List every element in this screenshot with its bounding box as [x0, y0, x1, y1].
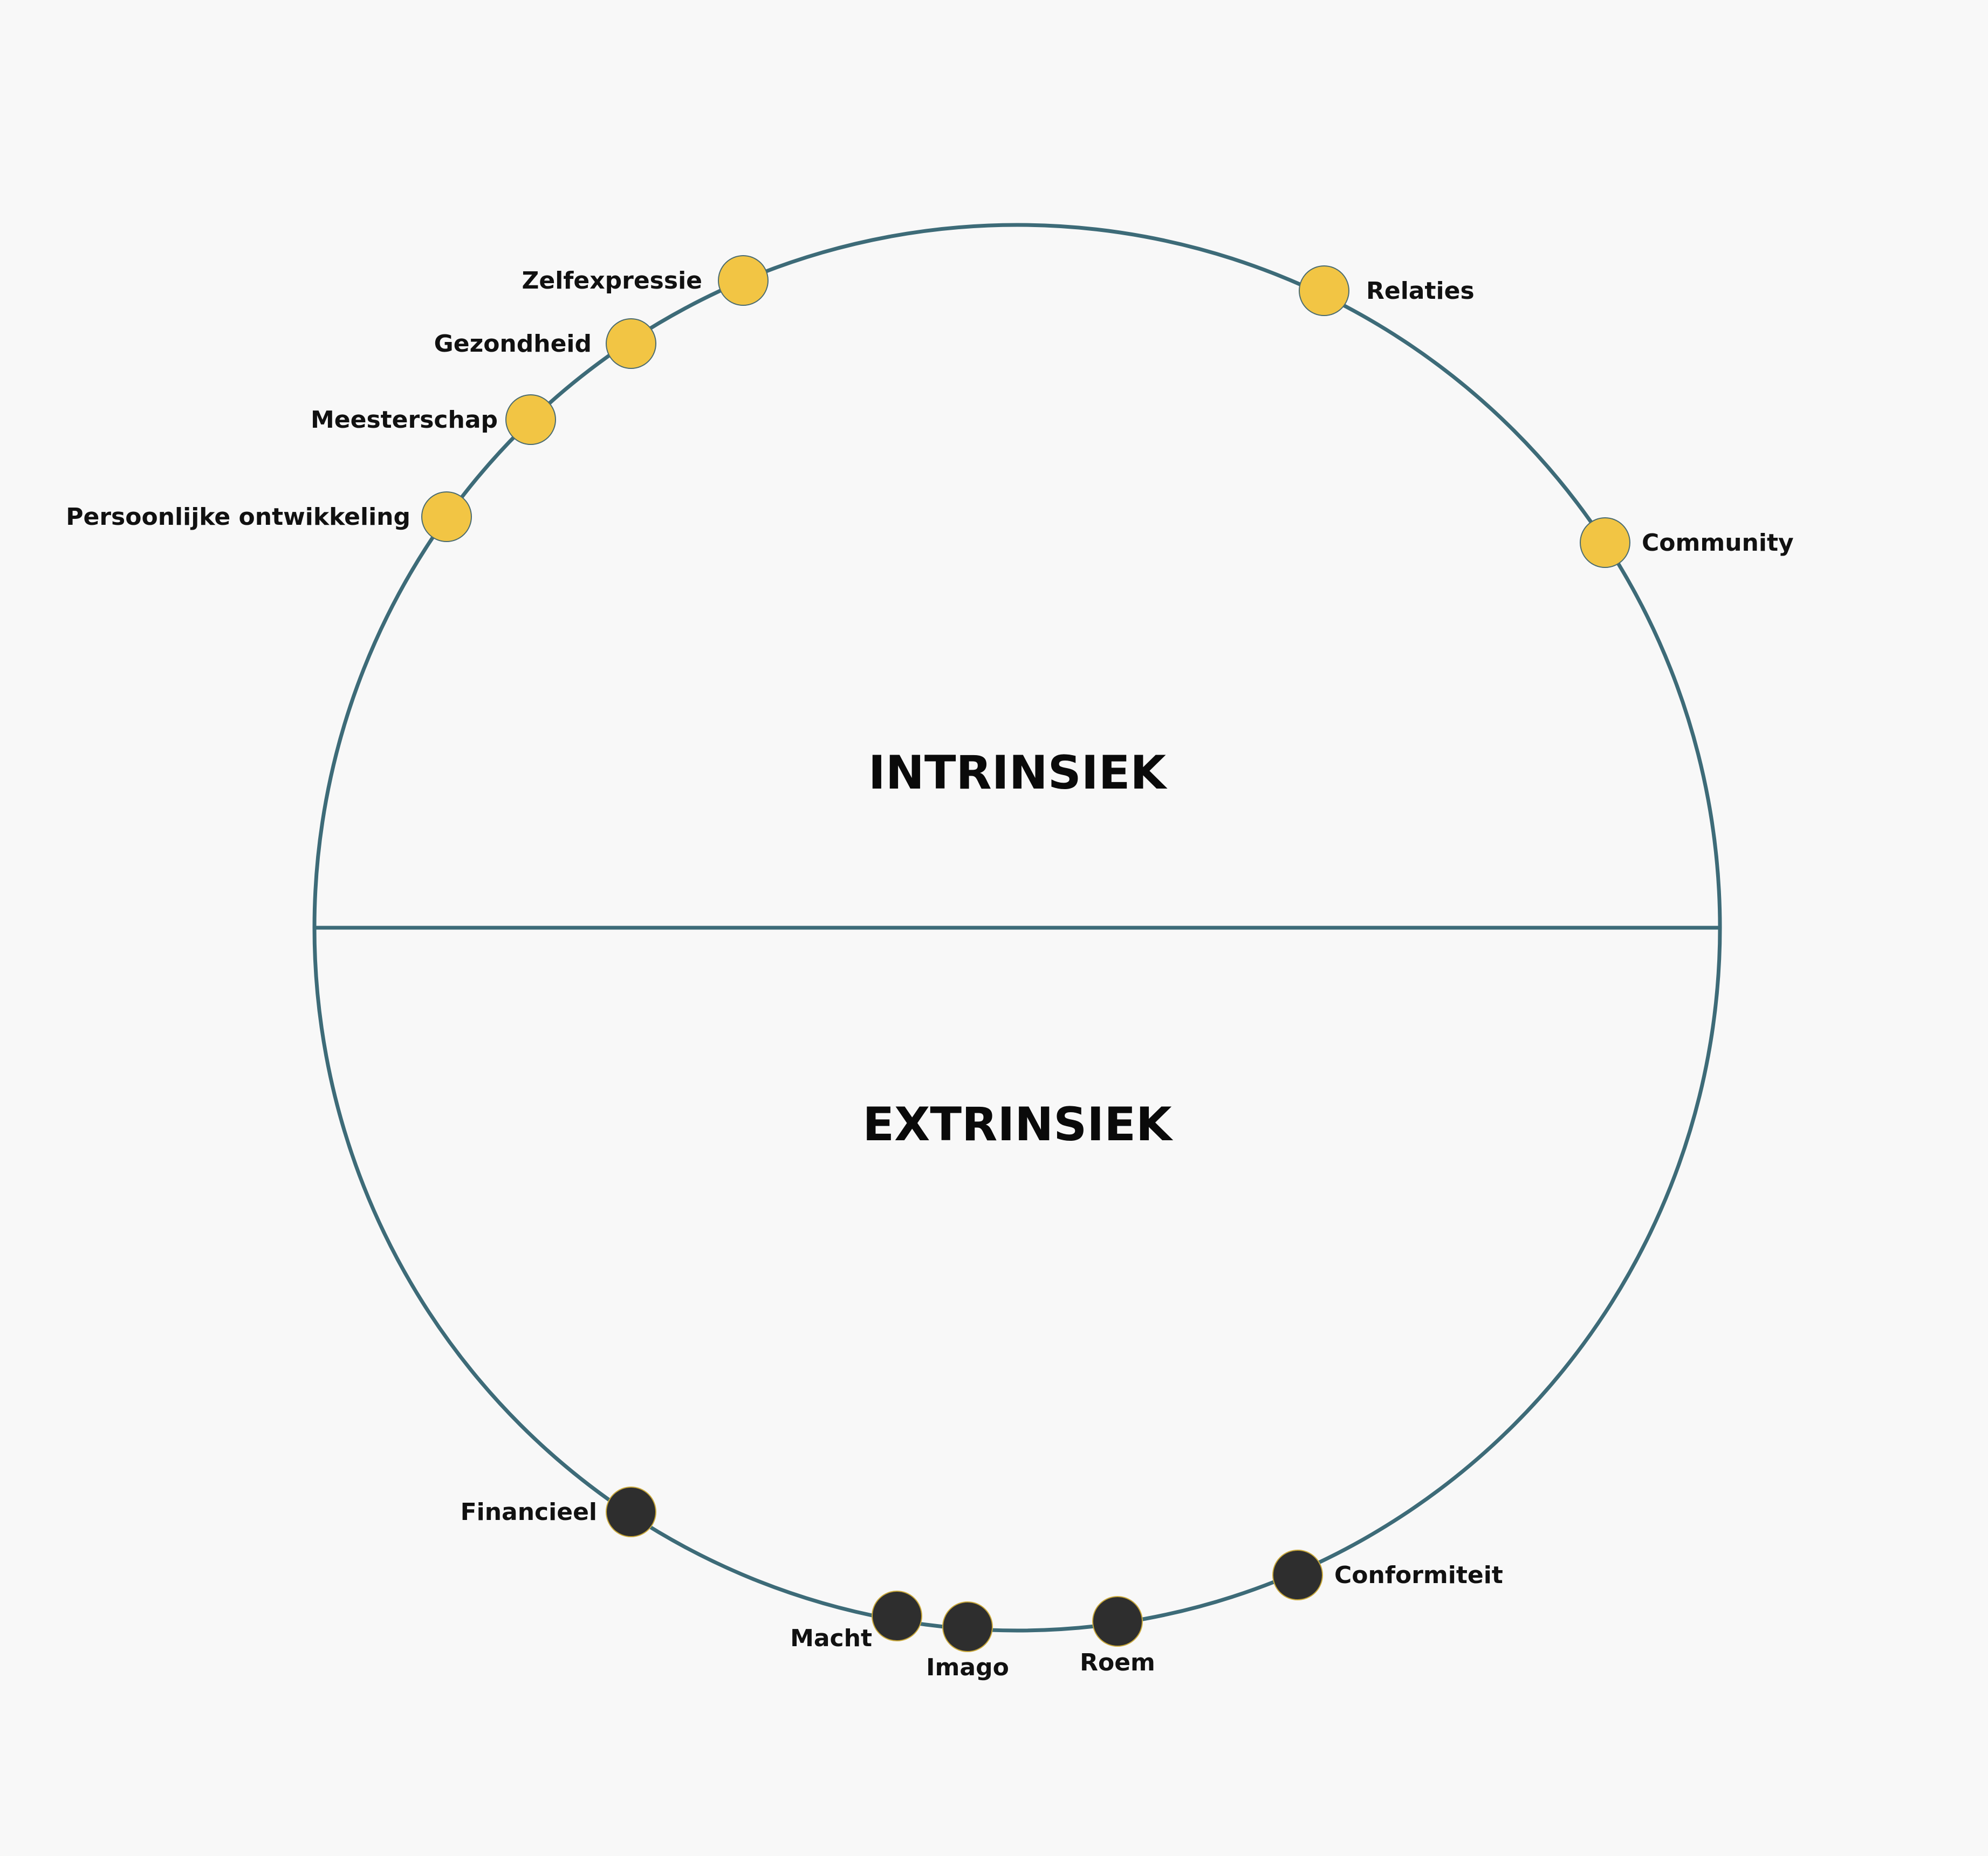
relaties-dot-icon: [1299, 265, 1349, 316]
value-gezondheid: Gezondheid: [434, 318, 656, 369]
extrinsic-heading: EXTRINSIEK: [862, 1098, 1174, 1152]
gezondheid-label: Gezondheid: [434, 330, 592, 358]
imago-dot-icon: [942, 1601, 993, 1652]
financieel-dot-icon: [606, 1487, 656, 1537]
roem-label: Roem: [1080, 1649, 1155, 1676]
conformiteit-label: Conformiteit: [1334, 1561, 1503, 1589]
value-conformiteit: Conformiteit: [1272, 1550, 1503, 1600]
macht-label: Macht: [790, 1625, 872, 1652]
financieel-label: Financieel: [461, 1498, 597, 1526]
value-roem: Roem: [1080, 1596, 1155, 1676]
zelfexpressie-label: Zelfexpressie: [522, 267, 702, 295]
roem-dot-icon: [1092, 1596, 1143, 1647]
value-persoonlijke-ontwikkeling: Persoonlijke ontwikkeling: [66, 491, 472, 542]
intrinsic-values: Zelfexpressie Gezondheid Meesterschap Pe…: [66, 255, 1794, 568]
value-relaties: Relaties: [1299, 265, 1475, 316]
conformiteit-dot-icon: [1272, 1550, 1323, 1600]
meesterschap-label: Meesterschap: [311, 406, 498, 434]
extrinsic-values: Financieel Macht Imago Roem Conformiteit: [461, 1487, 1503, 1681]
persoonlijke-ontwikkeling-dot-icon: [421, 491, 472, 542]
zelfexpressie-dot-icon: [718, 255, 769, 306]
gezondheid-dot-icon: [606, 318, 656, 369]
community-label: Community: [1642, 529, 1794, 557]
value-zelfexpressie: Zelfexpressie: [522, 255, 769, 306]
macht-dot-icon: [872, 1591, 922, 1641]
relaties-label: Relaties: [1366, 277, 1475, 305]
intrinsic-heading: INTRINSIEK: [868, 746, 1168, 800]
value-imago: Imago: [926, 1601, 1009, 1681]
persoonlijke-ontwikkeling-label: Persoonlijke ontwikkeling: [66, 503, 410, 531]
value-financieel: Financieel: [461, 1487, 656, 1537]
community-dot-icon: [1580, 517, 1630, 568]
value-meesterschap: Meesterschap: [311, 394, 556, 445]
imago-label: Imago: [926, 1654, 1009, 1681]
value-community: Community: [1580, 517, 1794, 568]
value-macht: Macht: [790, 1591, 922, 1652]
meesterschap-dot-icon: [505, 394, 556, 445]
